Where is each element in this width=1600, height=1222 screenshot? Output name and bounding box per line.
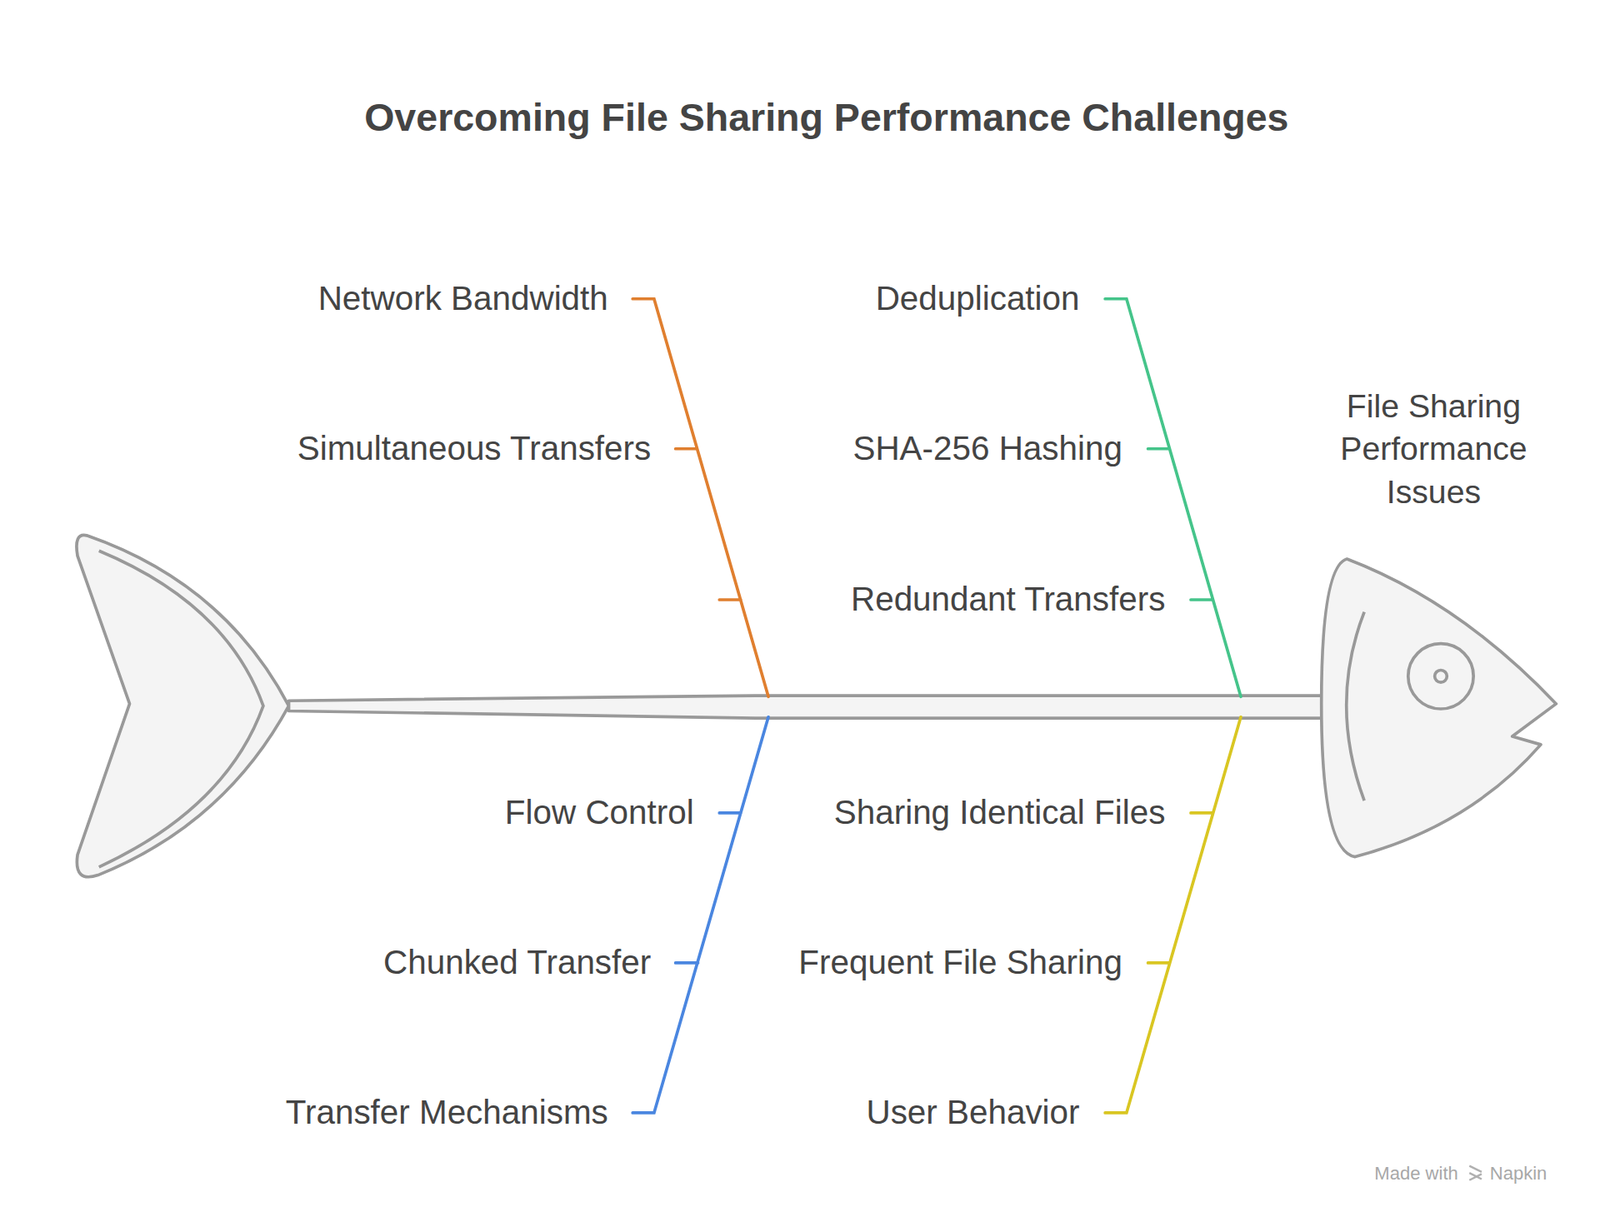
watermark: Napkin	[1490, 1160, 1548, 1185]
effect-label: File Sharing Performance Issues	[1316, 385, 1552, 514]
orange-bone	[632, 299, 769, 698]
yellow-bone	[1105, 717, 1241, 1114]
fish-head-shape	[1321, 559, 1557, 858]
category-label: User Behavior	[865, 1092, 1080, 1134]
category-label: Deduplication	[875, 278, 1080, 320]
category-label: Network Bandwidth	[318, 278, 609, 320]
fish-eye	[1408, 644, 1474, 710]
cause-label: SHA-256 Hashing	[852, 428, 1122, 470]
cause-label: Frequent File Sharing	[798, 942, 1123, 984]
tail-inner-line	[99, 550, 264, 868]
fish-spine	[289, 695, 1325, 719]
fish-tail	[76, 535, 290, 877]
cause-label: Chunked Transfer	[383, 942, 651, 984]
blue-bone	[632, 717, 769, 1114]
cause-label: Simultaneous Transfers	[297, 428, 651, 470]
category-label: Transfer Mechanisms	[285, 1092, 609, 1134]
napkin-logo	[1469, 1166, 1482, 1181]
watermark: Made with	[1374, 1160, 1458, 1185]
cause-label: Sharing Identical Files	[834, 792, 1166, 834]
green-bone	[1105, 299, 1241, 698]
fish-pupil	[1435, 670, 1448, 683]
cause-label: Flow Control	[505, 792, 695, 834]
diagram-title: Overcoming File Sharing Performance Chal…	[0, 94, 1600, 141]
fish-head-node: File Sharing Performance Issues	[1316, 377, 1562, 863]
cause-label: Redundant Transfers	[850, 580, 1165, 621]
fish-gill	[1346, 612, 1365, 802]
